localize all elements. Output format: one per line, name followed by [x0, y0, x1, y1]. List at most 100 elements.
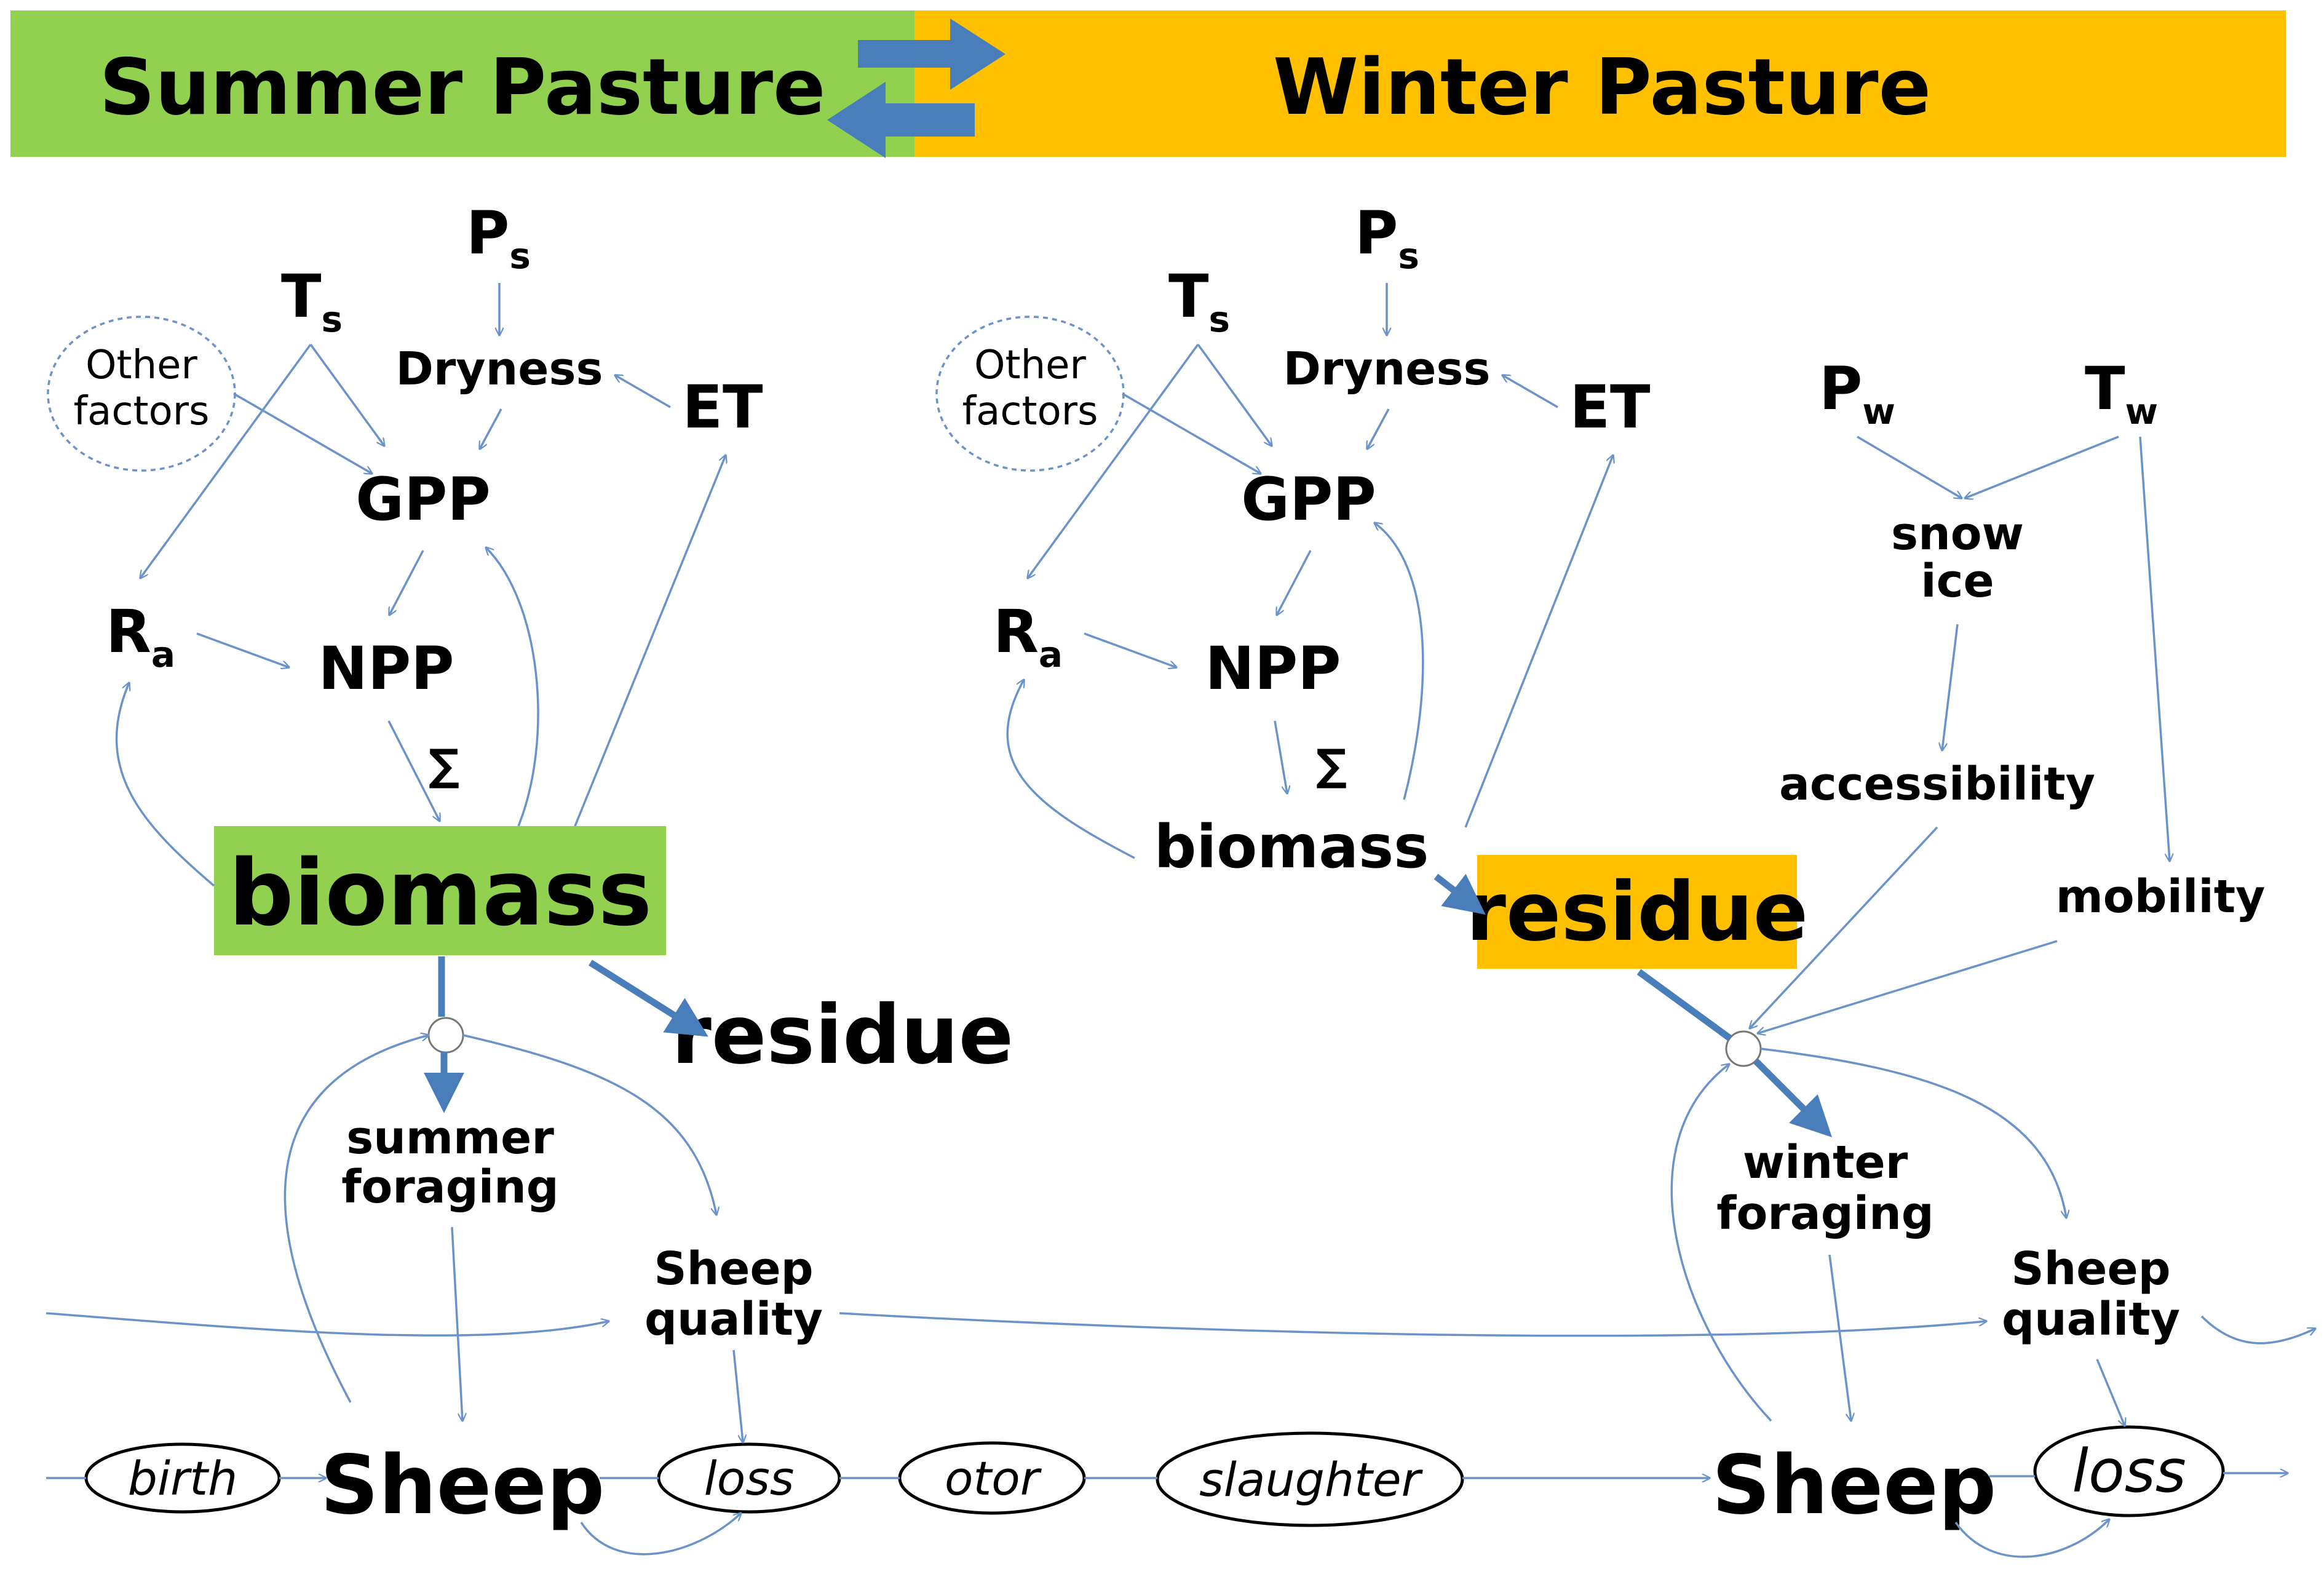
arrow-w-biomass-gpp: [1374, 523, 1424, 800]
winter-residue-label: residue: [1466, 865, 1808, 960]
summer-sheep-quality-label-2: quality: [644, 1293, 823, 1346]
winter-snow-label: snow: [1891, 507, 2024, 560]
winter-residue-box: [1477, 855, 1797, 969]
arrow-ra-npp: [196, 632, 289, 667]
arrow-ice-accessibility: [1942, 624, 1959, 750]
summer-et-label: ET: [682, 373, 763, 442]
arrow-w-ra-npp: [1084, 632, 1176, 667]
arrow-npp-biomass: [387, 720, 440, 821]
arrow-w-npp-biomass: [1274, 720, 1287, 793]
summer-foraging-label-1: summer: [346, 1111, 554, 1164]
arrow-biomass-residue: [589, 960, 708, 1037]
winter-ts-label: Ts: [1168, 262, 1230, 340]
summer-gpp-label: GPP: [355, 465, 491, 534]
winter-dryness-label: Dryness: [1283, 343, 1490, 395]
summer-pasture-title: Summer Pasture: [99, 42, 825, 132]
arrow-w-et-dryness: [1502, 375, 1558, 408]
summer-biomass-box: [214, 826, 666, 955]
winter-pasture-title: Winter Pasture: [1273, 42, 1931, 132]
arrow-sheep-junction: [284, 1035, 429, 1403]
arrow-ts-gpp: [309, 343, 384, 446]
winter-pasture-bar: [914, 10, 2286, 157]
winter-mobility-label: mobility: [2056, 870, 2266, 923]
winter-ps-label: Ps: [1355, 199, 1419, 277]
summer-sheep-quality-label-1: Sheep: [654, 1242, 813, 1295]
summer-foraging-label-2: foraging: [341, 1161, 558, 1214]
arrow-gpp-npp: [389, 550, 424, 615]
birth-label: birth: [128, 1451, 238, 1506]
winter-foraging-label-2: foraging: [1716, 1187, 1933, 1240]
arrows-winter: [1006, 283, 2315, 1558]
summer-npp-label: NPP: [318, 634, 454, 703]
slaughter-label: slaughter: [1199, 1452, 1423, 1507]
arrow-w-quality-loss: [2096, 1359, 2125, 1426]
arrow-other-gpp: [233, 392, 372, 474]
arrow-tw-mobility: [2139, 436, 2170, 861]
arrow-w-sheep-junction: [1670, 1064, 1772, 1422]
arrow-tw-snow: [1965, 435, 2119, 498]
winter-junction-circle: [1725, 1030, 1762, 1067]
winter-sigma-label: ∑: [1316, 740, 1347, 790]
summer-biomass-label: biomass: [229, 840, 652, 946]
summer-sigma-label: ∑: [429, 740, 459, 790]
arrow-w-junction-quality: [1760, 1047, 2066, 1218]
arrow-sheep-loss-curve: [580, 1513, 741, 1556]
winter-other-label: Other: [974, 343, 1086, 388]
winter-section: Ps Ts Other factors Dryness ET GPP Ra NP…: [935, 199, 2266, 1533]
arrow-ts-ra: [140, 343, 312, 578]
arrow-left-icon: [827, 82, 975, 158]
exchange-arrows: [827, 18, 1005, 158]
arrow-w-ts-gpp: [1197, 343, 1272, 446]
arrow-foraging-sheep: [451, 1226, 462, 1421]
arrow-w-biomass-et: [1464, 455, 1613, 828]
winter-sheep-quality-label-2: quality: [2002, 1293, 2180, 1346]
arrow-et-dryness: [615, 375, 671, 408]
winter-pw-label: Pw: [1819, 354, 1895, 432]
arrow-w-dryness-gpp: [1367, 408, 1390, 449]
arrow-w-residue-junction: [1636, 969, 1732, 1041]
arrow-w-biomass-residue: [1434, 873, 1486, 915]
arrow-w-foraging-sheep: [1828, 1254, 1851, 1421]
arrow-quality-quality: [839, 1312, 1986, 1337]
otor-label: otor: [945, 1451, 1042, 1506]
summer-sheep-label: Sheep: [320, 1438, 605, 1533]
arrow-left-quality: [46, 1312, 609, 1337]
arrow-w-biomass-ra: [1006, 680, 1135, 859]
arrow-accessibility-junction: [1750, 826, 1938, 1028]
winter-gpp-label: GPP: [1241, 465, 1376, 534]
arrow-w-sheep-loss-curve: [1954, 1519, 2109, 1558]
summer-loss-label: loss: [704, 1451, 795, 1506]
summer-ps-label: Ps: [466, 199, 531, 277]
winter-tw-label: Tw: [2085, 354, 2158, 432]
arrow-right-icon: [858, 18, 1005, 90]
arrow-dryness-gpp: [480, 408, 502, 449]
winter-biomass-label: biomass: [1154, 813, 1429, 881]
arrow-biomass-et: [574, 455, 726, 827]
summer-other-label: Other: [85, 343, 197, 388]
summer-junction-circle: [427, 1017, 464, 1054]
winter-factors-label: factors: [962, 389, 1098, 434]
slaughter-ellipse: [1156, 1431, 1464, 1527]
arrow-w-quality-out: [2200, 1315, 2315, 1345]
arrows-summer: [46, 283, 1986, 1556]
winter-ice-label: ice: [1921, 555, 1994, 608]
arrow-junction-quality: [462, 1034, 716, 1215]
arrow-w-gpp-npp: [1277, 550, 1312, 615]
winter-loss-ellipse: [2033, 1425, 2225, 1517]
winter-npp-label: NPP: [1205, 634, 1341, 703]
summer-factors-label: factors: [74, 389, 210, 434]
winter-et-label: ET: [1569, 373, 1650, 442]
arrow-w-junction-foraging: [1753, 1059, 1833, 1138]
arrow-biomass-gpp: [486, 547, 539, 827]
summer-dryness-label: Dryness: [395, 343, 603, 395]
transit-section: otor slaughter: [898, 1431, 1464, 1527]
winter-foraging-label-1: winter: [1743, 1136, 1908, 1189]
arrow-biomass-ra: [115, 683, 215, 887]
winter-loss-label: loss: [2072, 1437, 2186, 1506]
summer-section: Ps Ts Other factors Dryness ET GPP Ra NP…: [47, 199, 1013, 1533]
arrow-quality-loss: [732, 1349, 743, 1442]
arrow-mobility-junction: [1758, 940, 2058, 1033]
arrow-pw-snow: [1857, 435, 1962, 498]
summer-residue-label: residue: [672, 988, 1013, 1083]
